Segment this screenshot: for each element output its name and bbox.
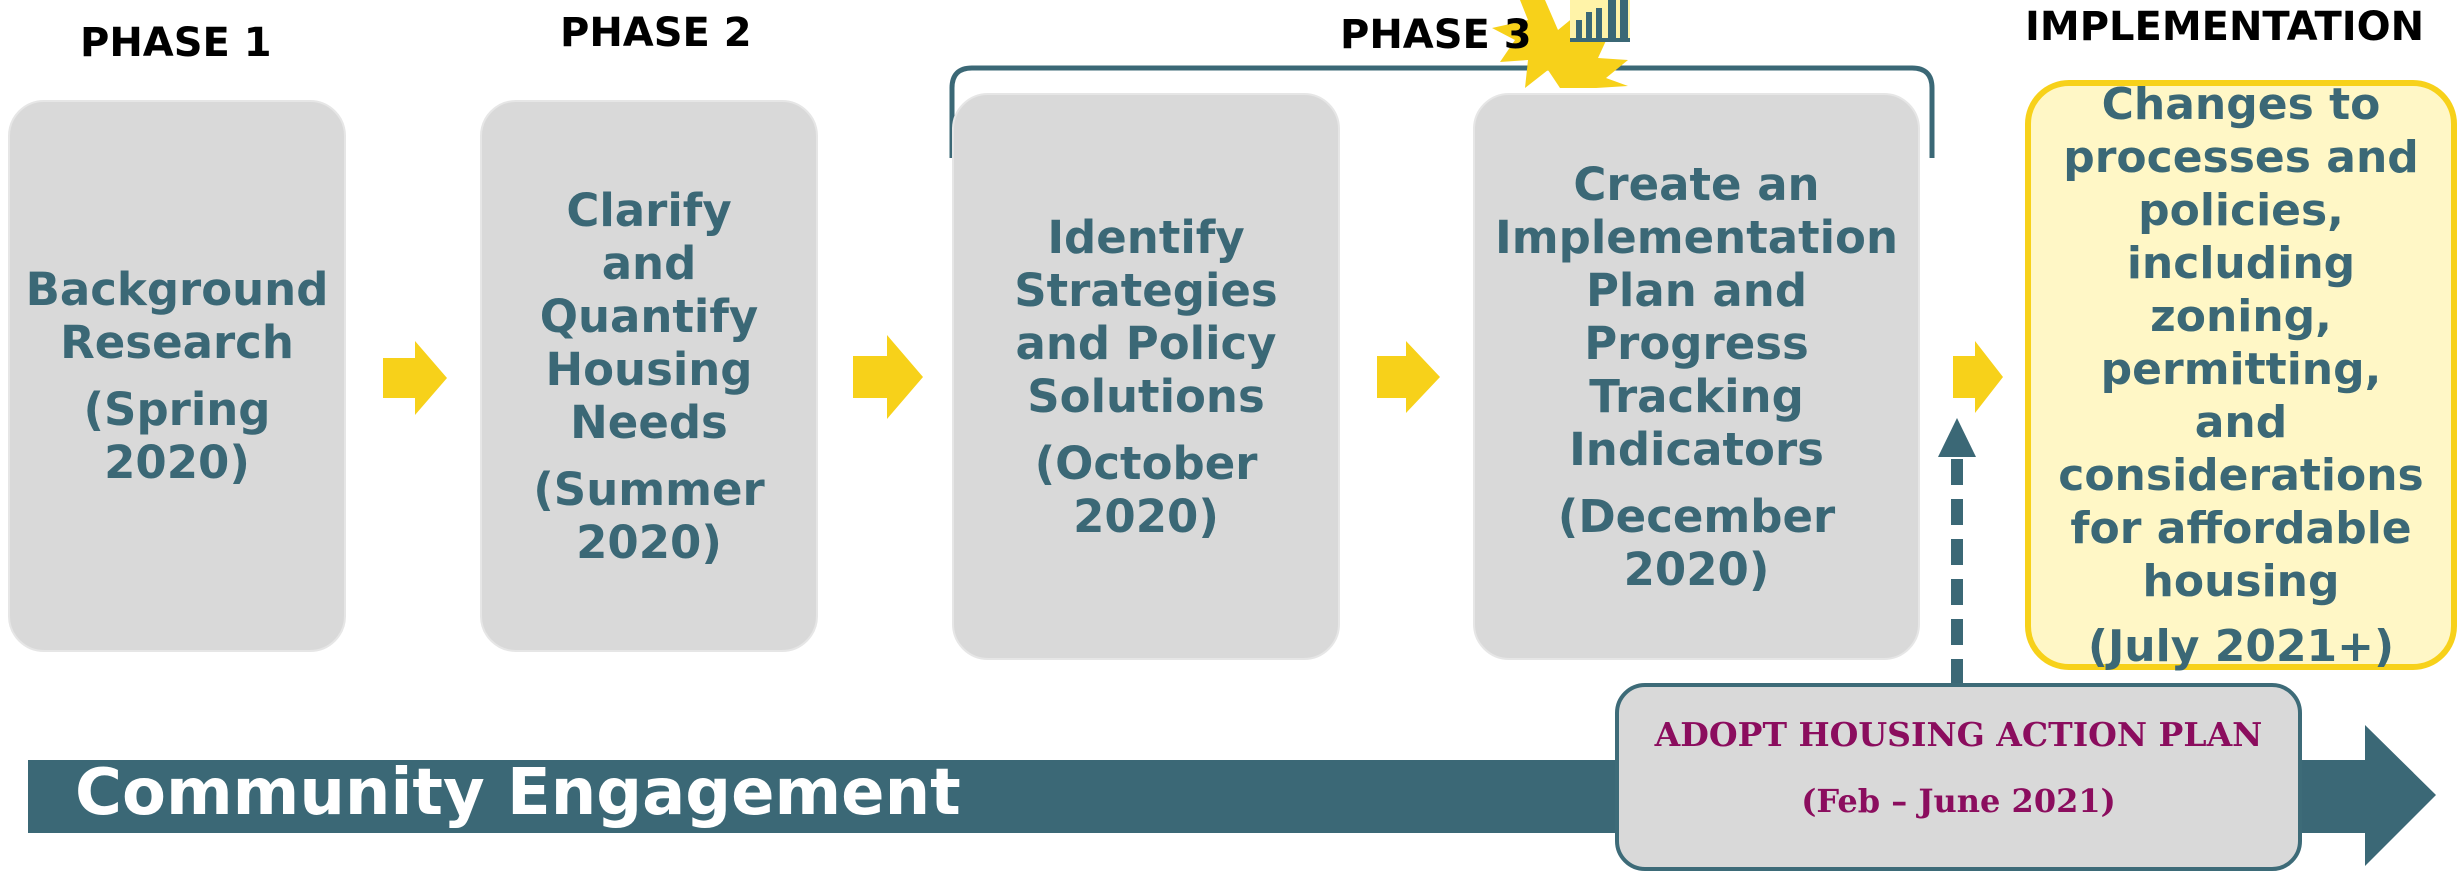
implementation-label: IMPLEMENTATION	[2025, 4, 2425, 50]
adopt-title: ADOPT HOUSING ACTION PLAN	[1654, 715, 2263, 754]
step-title: Create an Implementation Plan and Progre…	[1494, 157, 1898, 476]
phase3-bracket	[949, 65, 1935, 158]
implementation-title: Changes to processes and policies, inclu…	[2058, 78, 2424, 607]
adopt-date: (Feb – June 2021)	[1801, 782, 2116, 820]
step-housing-needs: Clarify and Quantify Housing Needs (Summ…	[480, 100, 818, 652]
phase1-label: PHASE 1	[80, 20, 272, 66]
step-title: Clarify and Quantify Housing Needs	[539, 183, 759, 449]
implementation-box: Changes to processes and policies, inclu…	[2025, 78, 2457, 672]
starburst-badge	[1492, 0, 1630, 88]
implementation-date: (July 2021+)	[2087, 620, 2395, 672]
community-engagement-label: Community Engagement	[75, 756, 961, 830]
step-title: Identify Strategies and Policy Solutions	[1014, 210, 1278, 423]
step-implementation-plan: Create an Implementation Plan and Progre…	[1473, 93, 1920, 660]
step-background-research: Background Research (Spring 2020)	[8, 100, 346, 652]
step-date: (Spring 2020)	[83, 383, 271, 489]
flow-arrow-2	[853, 335, 923, 419]
step-date: (December 2020)	[1557, 489, 1836, 596]
phase3-label: PHASE 3	[1340, 12, 1532, 58]
phase2-label: PHASE 2	[560, 10, 752, 56]
dashed-arrow-head	[1938, 418, 1976, 457]
step-strategies: Identify Strategies and Policy Solutions…	[952, 93, 1340, 660]
flow-arrow-4	[1953, 341, 2003, 413]
starburst-shape	[1492, 0, 1628, 88]
step-title: Background Research	[25, 263, 329, 369]
flow-arrow-1	[383, 341, 447, 415]
adopt-plan-box: ADOPT HOUSING ACTION PLAN (Feb – June 20…	[1615, 683, 2302, 871]
flow-arrow-3	[1377, 341, 1440, 413]
step-date: (Summer 2020)	[533, 462, 765, 569]
building-chart-icon	[1570, 0, 1630, 42]
step-date: (October 2020)	[1034, 436, 1258, 543]
